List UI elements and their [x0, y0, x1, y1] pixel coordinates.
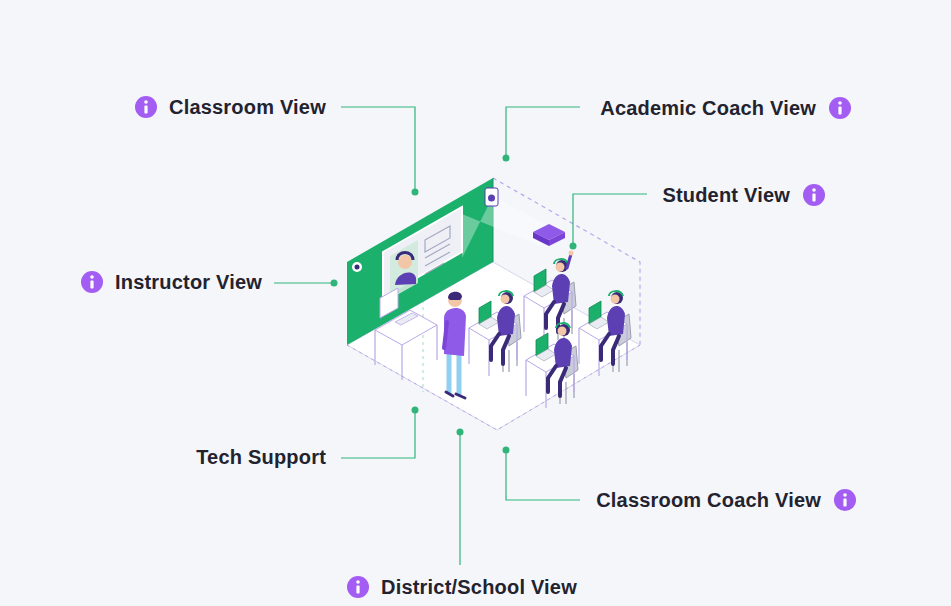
info-icon-stem	[838, 107, 841, 115]
info-icon-circle	[834, 489, 856, 511]
leader-lines	[274, 107, 647, 565]
info-icon	[347, 576, 369, 598]
info-icon-stem	[356, 586, 359, 594]
callout-label: Classroom View	[169, 97, 326, 117]
info-icon-dot	[90, 275, 94, 279]
teacher-figure	[444, 292, 466, 398]
info-icon-circle	[347, 576, 369, 598]
callout-label: Classroom Coach View	[596, 490, 821, 510]
info-icon-circle	[81, 271, 103, 293]
callout-label: Tech Support	[196, 447, 326, 467]
leader-dots	[331, 155, 577, 454]
callout-label: Student View	[662, 185, 790, 205]
info-icon-stem	[843, 499, 846, 507]
info-icon	[829, 97, 851, 119]
info-icon-dot	[144, 100, 148, 104]
info-icon	[803, 184, 825, 206]
callout-label: Instructor View	[115, 272, 262, 292]
info-icon-dot	[838, 101, 842, 105]
info-icon-circle	[135, 96, 157, 118]
info-icon-circle	[803, 184, 825, 206]
info-icon-dot	[356, 580, 360, 584]
info-icon	[135, 96, 157, 118]
info-icon-circle	[829, 97, 851, 119]
info-icon-stem	[144, 106, 147, 114]
info-icon-stem	[812, 194, 815, 202]
info-icon	[834, 489, 856, 511]
info-icon-dot	[843, 493, 847, 497]
callout-label: District/School View	[381, 577, 577, 597]
info-icon-dot	[812, 188, 816, 192]
info-icon-stem	[90, 281, 93, 289]
info-icon	[81, 271, 103, 293]
callout-label: Academic Coach View	[600, 98, 816, 118]
